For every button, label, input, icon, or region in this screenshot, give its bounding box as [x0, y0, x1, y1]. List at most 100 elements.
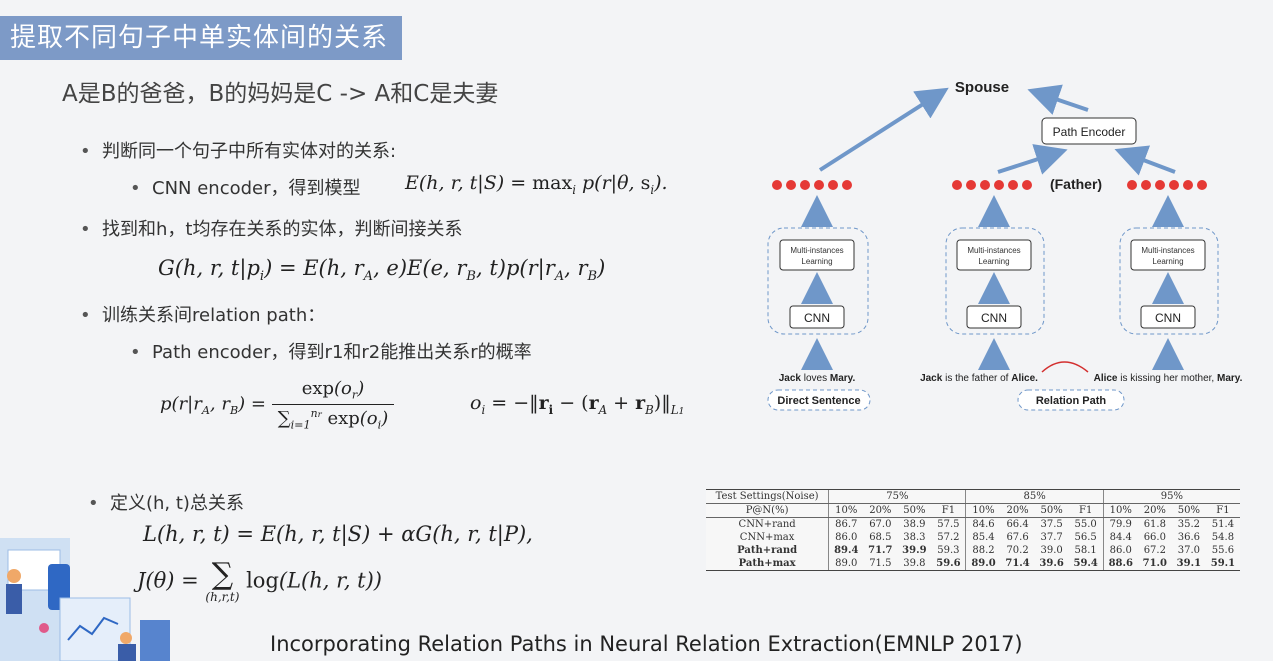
mil-label-3a: Multi-instances	[1141, 246, 1194, 255]
table-cell: 86.0	[1102, 544, 1138, 557]
table-cell: 57.2	[937, 532, 960, 543]
bullet-1-sub-text: CNN encoder，得到模型	[152, 178, 361, 199]
bullet-3-sub: • Path encoder，得到r1和r2能推出关系r的概率	[130, 338, 532, 364]
table-cell: 71.7	[868, 545, 893, 556]
encoder-group-2	[945, 227, 1045, 335]
illustration-person2-head	[120, 632, 132, 644]
relation-path-label: Relation Path	[1036, 395, 1107, 407]
arrow-right-to-path-encoder	[1114, 145, 1176, 176]
table-cell: 84.4	[1102, 531, 1138, 544]
cnn-box-2	[966, 305, 1022, 329]
slide-subtitle: A是B的爸爸，B的妈妈是C -> A和C是夫妻	[62, 81, 499, 107]
formula-cnn-encoder: E(h, r, t|S) = maxi p(r|θ, si).	[405, 172, 668, 197]
bullet-1-text: 判断同一个句子中所有实体对的关系:	[102, 141, 397, 162]
bullet-4: • 定义(h, t)总关系	[88, 489, 244, 515]
direct-sentence-tag	[767, 389, 871, 411]
formula-total-relation: L(h, r, t) = E(h, r, t|S) + αG(h, r, t|P…	[143, 522, 533, 546]
decorative-illustration	[0, 538, 170, 661]
table-cell: 39.0	[1040, 545, 1063, 556]
table-cell: 59.3	[937, 545, 960, 556]
bullet-1: • 判断同一个句子中所有实体对的关系:	[80, 137, 396, 163]
table-cell: 89.4	[828, 544, 864, 557]
table-cell: 79.9	[1102, 517, 1138, 531]
table-row-label: Path+rand	[737, 545, 798, 556]
mil-label-3b: Learning	[1152, 257, 1183, 266]
table-header-cell: 50%	[1171, 503, 1206, 518]
table-header-cell: F1	[1068, 503, 1104, 518]
formula-objective: J(θ) = ∑(h,r,t) log(L(h, r, t))	[137, 557, 383, 605]
slide-title: 提取不同句子中单实体间的关系	[0, 16, 402, 60]
mil-label-1b: Learning	[801, 257, 832, 266]
cnn-label-1: CNN	[804, 311, 830, 325]
table-cell: 86.0	[828, 531, 864, 544]
table-row-label: CNN+max	[739, 532, 795, 543]
direct-sentence-label: Direct Sentence	[777, 395, 860, 407]
formula-indirect-relation: G(h, r, t|pi) = E(h, rA, e)E(e, rB, t)p(…	[158, 256, 606, 285]
table-cell: 68.5	[869, 532, 892, 543]
bullet-dot: •	[80, 219, 91, 240]
table-header-cell: 10%	[1102, 503, 1138, 518]
table-cell: 39.6	[1034, 557, 1069, 571]
table-header-cell: 20%	[1137, 503, 1172, 518]
mil-box-1	[779, 239, 855, 271]
sentence-3: Alice is kissing her mother, Mary.	[1094, 373, 1243, 384]
bullet-dot: •	[88, 493, 99, 514]
illustration-block	[140, 620, 170, 661]
table-cell: 71.5	[863, 557, 898, 571]
table-cell: 66.4	[1006, 519, 1029, 530]
illustration-chart-line	[67, 616, 119, 641]
mil-box-2	[956, 239, 1032, 271]
table-cell: 57.5	[937, 519, 960, 530]
table-cell: 56.5	[1074, 532, 1097, 543]
illustration-person2-body	[118, 644, 136, 661]
table-cell: 37.7	[1040, 532, 1063, 543]
table-header-cell: 20%	[1000, 503, 1035, 518]
table-header-row-1: Test Settings(Noise) 75% 85% 95%	[706, 489, 1240, 504]
illustration-person-head	[7, 569, 21, 583]
table-header-cell: 10%	[965, 503, 1001, 518]
table-cell: 38.3	[903, 532, 926, 543]
table-header-cell: 75%	[828, 489, 966, 504]
table-cell: 88.2	[965, 544, 1001, 557]
table-cell: 36.6	[1177, 532, 1200, 543]
cnn-label-2: CNN	[981, 311, 1007, 325]
bullet-2-text: 找到和h，t均存在关系的实体，判断间接关系	[102, 219, 463, 240]
results-table: Test Settings(Noise) 75% 85% 95% P@N(%) …	[706, 489, 1240, 571]
arrow-direct-to-spouse	[818, 87, 949, 172]
table-cell: 54.8	[1211, 532, 1235, 543]
output-dots-2	[952, 180, 1032, 190]
table-cell: 71.4	[1000, 557, 1035, 571]
table-cell: 55.6	[1211, 545, 1235, 556]
table-header-row-2: P@N(%) 10% 20% 50% F1 10% 20% 50% F1 10%…	[706, 503, 1240, 518]
bullet-3-sub-text: Path encoder，得到r1和r2能推出关系r的概率	[152, 342, 532, 363]
formula-path-score: oi = −‖ri − (rA + rB)‖L1	[470, 392, 685, 417]
mil-box-3	[1130, 239, 1206, 271]
table-cell: 70.2	[1006, 545, 1029, 556]
table-cell: 59.4	[1068, 557, 1104, 571]
table-header-cell: 10%	[828, 503, 864, 518]
bullet-dot: •	[130, 178, 141, 199]
table-cell: 88.6	[1102, 557, 1138, 571]
table-cell: 37.0	[1177, 545, 1200, 556]
sentence-2: Jack is the father of Alice.	[920, 373, 1038, 384]
column-direct: Multi-instances Learning CNN Jack loves …	[767, 180, 871, 411]
table-cell: 67.0	[869, 519, 892, 530]
bullet-4-text: 定义(h, t)总关系	[110, 493, 244, 514]
table-header-cell: F1	[931, 503, 966, 518]
table-cell: 89.0	[965, 557, 1001, 571]
table-cell: 84.6	[965, 517, 1001, 531]
table-cell: 55.0	[1074, 519, 1097, 530]
bullet-dot: •	[80, 141, 91, 162]
table-cell: 37.5	[1040, 519, 1063, 530]
encoder-group-3	[1119, 227, 1219, 335]
table-cell: 66.0	[1143, 532, 1166, 543]
bullet-dot: •	[130, 342, 141, 363]
entity-link-arc	[1041, 361, 1089, 373]
label-father: (Father)	[1050, 176, 1102, 192]
table-cell: 67.6	[1006, 532, 1029, 543]
formula-path-probability: p(r|rA, rB) = exp(or)∑i=1nr exp(oi)	[160, 378, 395, 431]
cnn-box-3	[1140, 305, 1196, 329]
bullet-1-sub: • CNN encoder，得到模型	[130, 174, 361, 200]
